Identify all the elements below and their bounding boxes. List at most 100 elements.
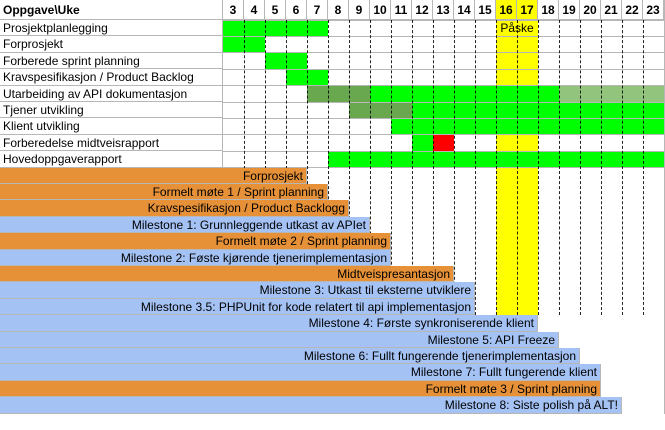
row-gridline bbox=[223, 85, 665, 87]
milestone-bar: Milestone 6: Fullt fungerende tjenerimpl… bbox=[0, 348, 580, 365]
task-label-cell: Forberede sprint planning bbox=[0, 52, 223, 70]
milestone-bar: Formelt møte 3 / Sprint planning bbox=[0, 380, 601, 398]
task-bar bbox=[559, 85, 664, 102]
week-header-cell: 12 bbox=[412, 0, 433, 20]
task-label-cell: Tjener utvikling bbox=[0, 102, 223, 119]
week-gridline bbox=[579, 20, 581, 316]
week-header-cell: 20 bbox=[580, 0, 601, 20]
week-header-cell: 15 bbox=[475, 0, 496, 20]
milestone-bar: Midtveispresantasjon bbox=[0, 266, 454, 283]
task-label-cell: Prosjektplanlegging bbox=[0, 20, 223, 37]
task-label: Hovedoppgaverapport bbox=[3, 152, 122, 167]
task-label: Kravspesifikasjon / Product Backlog bbox=[3, 70, 194, 85]
milestone-bar: Milestone 2: Føste kjørende tjenerimplem… bbox=[0, 249, 391, 266]
task-bar bbox=[307, 85, 370, 102]
milestone-label: Milestone 8: Siste polish på ALT! bbox=[444, 398, 618, 413]
row-gridline bbox=[223, 35, 665, 37]
week-gridline bbox=[621, 20, 623, 316]
week-header-cell: 3 bbox=[223, 0, 244, 20]
milestone-bar: Milestone 3.5: PHPUnit for kode relatert… bbox=[0, 298, 475, 316]
week-header-cell: 11 bbox=[391, 0, 412, 20]
milestone-label: Milestone 3.5: PHPUnit for kode relatert… bbox=[140, 299, 471, 314]
week-header-cell: 5 bbox=[265, 0, 286, 20]
row-gridline bbox=[223, 101, 665, 103]
milestone-label: Forprosjekt bbox=[242, 168, 303, 183]
task-bar bbox=[412, 134, 433, 152]
week-gridline bbox=[537, 20, 539, 316]
milestone-bar: Milestone 1: Grunnleggende utkast av API… bbox=[0, 216, 370, 234]
task-label: Forberedelse midtveisrapport bbox=[3, 135, 160, 150]
week-header-cell: 22 bbox=[622, 0, 643, 20]
week-gridline bbox=[453, 20, 455, 316]
week-header-cell: 18 bbox=[538, 0, 559, 20]
task-label: Klient utvikling bbox=[3, 119, 80, 134]
milestone-bar: Kravspesifikasjon / Product Backlogg bbox=[0, 200, 349, 217]
task-label: Forprosjekt bbox=[3, 37, 64, 52]
week-gridline bbox=[432, 20, 434, 316]
task-bar bbox=[370, 85, 559, 102]
week-header-cell: 14 bbox=[454, 0, 475, 20]
week-header-cell: 9 bbox=[349, 0, 370, 20]
week-gridline bbox=[516, 20, 518, 316]
week-header-cell: 19 bbox=[559, 0, 580, 20]
milestone-label: Milestone 4: Første synkroniserende klie… bbox=[308, 316, 534, 331]
week-gridline bbox=[642, 20, 644, 316]
week-header-cell: 17 bbox=[517, 0, 538, 20]
milestone-label: Formelt møte 2 / Sprint planning bbox=[215, 234, 387, 249]
week-header-cell: 21 bbox=[601, 0, 622, 20]
milestone-bar: Milestone 4: Første synkroniserende klie… bbox=[0, 315, 538, 332]
task-bar bbox=[433, 134, 454, 152]
week-header-cell: 8 bbox=[328, 0, 349, 20]
milestone-bar: Forprosjekt bbox=[0, 167, 307, 184]
week-header-cell: 6 bbox=[286, 0, 307, 20]
row-gridline bbox=[223, 52, 665, 54]
week-header-cell: 16 bbox=[496, 0, 517, 20]
milestone-label: Milestone 1: Grunnleggende utkast av API… bbox=[131, 217, 366, 232]
corner-header-label: Oppgave\Uke bbox=[3, 3, 80, 17]
week-header-cell: 4 bbox=[244, 0, 265, 20]
easter-label: Påske bbox=[500, 21, 534, 35]
task-label-cell: Utarbeiding av API dokumentasjon bbox=[0, 85, 223, 102]
task-label-cell: Klient utvikling bbox=[0, 118, 223, 135]
week-gridline bbox=[348, 20, 350, 316]
week-gridline bbox=[369, 20, 371, 316]
row-gridline bbox=[223, 68, 665, 70]
week-gridline bbox=[600, 20, 602, 316]
row-gridline bbox=[223, 134, 665, 136]
row-gridline bbox=[223, 117, 665, 119]
milestone-bar: Milestone 8: Siste polish på ALT! bbox=[0, 397, 622, 414]
milestone-label: Milestone 7: Fullt fungerende klient bbox=[410, 365, 597, 380]
task-label-cell: Forberedelse midtveisrapport bbox=[0, 134, 223, 152]
milestone-bar: Formelt møte 2 / Sprint planning bbox=[0, 233, 391, 250]
week-gridline bbox=[474, 20, 476, 316]
task-bar bbox=[349, 102, 412, 119]
task-label-cell: Forprosjekt bbox=[0, 36, 223, 53]
milestone-bar: Milestone 3: Utkast til eksterne utvikle… bbox=[0, 282, 475, 299]
milestone-label: Kravspesifikasjon / Product Backlogg bbox=[147, 201, 345, 216]
task-label: Forberede sprint planning bbox=[3, 53, 140, 68]
chart-frame bbox=[664, 0, 665, 414]
week-header-cell: 23 bbox=[643, 0, 664, 20]
week-header-cell: 10 bbox=[370, 0, 391, 20]
milestone-label: Milestone 5: API Freeze bbox=[427, 332, 555, 347]
row-gridline bbox=[223, 19, 665, 21]
milestone-label: Milestone 3: Utkast til eksterne utvikle… bbox=[259, 283, 471, 298]
week-gridline bbox=[558, 20, 560, 316]
milestone-label: Midtveispresantasjon bbox=[337, 267, 450, 281]
row-gridline bbox=[223, 167, 665, 169]
corner-header-cell: Oppgave\Uke bbox=[0, 0, 223, 20]
milestone-label: Formelt møte 1 / Sprint planning bbox=[152, 185, 324, 199]
task-bar bbox=[391, 118, 664, 135]
milestone-label: Milestone 6: Fullt fungerende tjenerimpl… bbox=[303, 349, 576, 363]
week-header-cell: 13 bbox=[433, 0, 454, 20]
week-gridline bbox=[411, 20, 413, 316]
task-label: Prosjektplanlegging bbox=[3, 21, 108, 35]
milestone-label: Milestone 2: Føste kjørende tjenerimplem… bbox=[120, 250, 387, 265]
week-header-cell: 7 bbox=[307, 0, 328, 20]
task-bar bbox=[223, 20, 328, 37]
milestone-bar: Milestone 5: API Freeze bbox=[0, 331, 559, 348]
milestone-label: Formelt møte 3 / Sprint planning bbox=[425, 381, 597, 396]
week-gridline bbox=[306, 20, 308, 316]
task-label: Utarbeiding av API dokumentasjon bbox=[3, 86, 188, 101]
